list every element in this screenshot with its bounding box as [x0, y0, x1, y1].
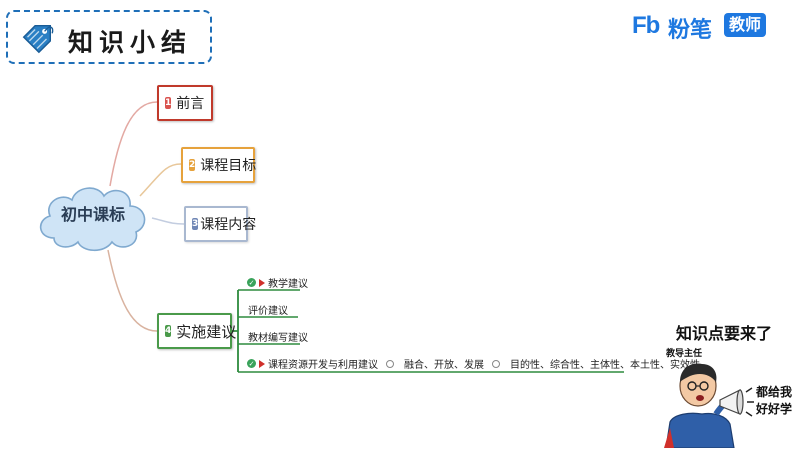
- connector-1: [109, 101, 158, 187]
- branch-node-goals[interactable]: 2 课程目标: [181, 147, 257, 183]
- cloud-shape: [39, 187, 146, 252]
- branch-number-badge: 3: [192, 218, 199, 230]
- branch-label: 实施建议: [176, 322, 237, 341]
- sub-item-label: 教材编写建议: [248, 333, 308, 344]
- sub-item-resources[interactable]: ✓ 课程资源开发与利用建议 融合、开放、发展 目的性、综合性、主体性、本土性、实…: [247, 356, 700, 371]
- speech-line-2: 好好学: [756, 402, 793, 416]
- branch-node-preface[interactable]: 1 前言: [157, 85, 213, 121]
- flag-icon: [259, 359, 265, 368]
- connector-3: [151, 217, 185, 225]
- sub-item-label: 课程资源开发与利用建议: [268, 360, 378, 371]
- branch-number-badge: 4: [165, 325, 172, 337]
- check-icon: ✓: [247, 278, 256, 287]
- brand-badge: 教师: [724, 13, 767, 37]
- brand-mark: Fb: [632, 12, 660, 39]
- speech-line-1: 都给我: [756, 385, 793, 399]
- teacher-cartoon: [664, 363, 754, 448]
- flag-icon: [259, 278, 265, 287]
- sub-item-evaluation[interactable]: 评价建议: [248, 302, 288, 317]
- connector-4: [107, 249, 158, 332]
- branch-number-badge: 1: [165, 97, 172, 109]
- sub-item-note: 目的性、综合性、主体性、本土性、实效性: [510, 360, 700, 371]
- ring-icon: [386, 359, 394, 368]
- center-topic: 初中课标: [32, 176, 154, 256]
- center-topic-label: 初中课标: [60, 205, 125, 224]
- check-icon: ✓: [247, 359, 256, 368]
- price-tag-icon: [22, 24, 54, 54]
- sub-item-teaching[interactable]: ✓ 教学建议: [247, 275, 308, 290]
- brand-name: 粉笔: [668, 18, 713, 43]
- sub-item-label: 教学建议: [268, 279, 308, 290]
- sub-item-textbook[interactable]: 教材编写建议: [248, 329, 308, 344]
- title-card: 知识小结: [6, 10, 212, 64]
- cartoon-role-label: 教导主任: [666, 349, 703, 359]
- branch-node-content[interactable]: 3 课程内容: [184, 206, 256, 242]
- brand-logo: Fb 粉笔 教师: [632, 10, 792, 43]
- sub-item-label: 评价建议: [248, 306, 288, 317]
- page-title: 知识小结: [68, 28, 193, 57]
- sub-item-note: 融合、开放、发展: [404, 360, 484, 371]
- branch-label: 前言: [176, 96, 205, 112]
- branch-number-badge: 2: [189, 159, 196, 171]
- branch-label: 课程目标: [200, 158, 257, 174]
- cartoon-title: 知识点要来了: [676, 324, 773, 343]
- ring-icon: [492, 359, 500, 368]
- branch-node-implementation[interactable]: 4 实施建议: [157, 313, 236, 349]
- branch-label: 课程内容: [200, 217, 257, 233]
